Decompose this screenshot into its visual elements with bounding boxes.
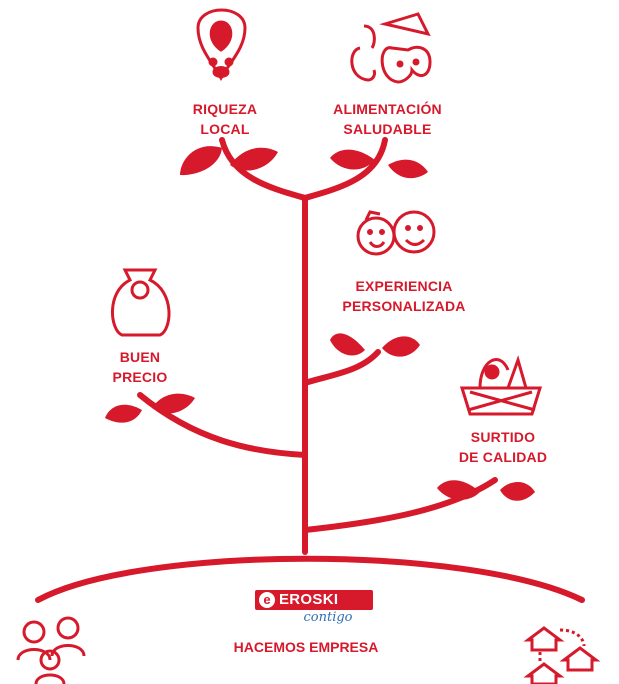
leaf (382, 336, 420, 357)
leaf (330, 333, 365, 356)
ground-arc (35, 555, 585, 603)
label-surtido-de-calidad: SURTIDO DE CALIDAD (458, 429, 548, 465)
label-riqueza-local: RIQUEZA LOCAL (192, 101, 258, 137)
necklace-icon (196, 8, 247, 82)
logo-text: EROSKI (279, 591, 339, 608)
eroski-logo: e EROSKI (255, 590, 373, 610)
network-houses-icon (523, 626, 601, 684)
label-buen-precio: BUEN PRECIO (112, 349, 168, 385)
company-line: HACEMOS EMPRESA (233, 639, 379, 655)
leaf (330, 149, 375, 170)
leaf (230, 147, 278, 171)
branch-experiencia (302, 349, 381, 386)
label-experiencia-personalizada: EXPERIENCIA PERSONALIZADA (342, 278, 466, 314)
logo-mark: e (259, 592, 275, 608)
faces-icon (356, 210, 436, 256)
leaf (388, 159, 428, 179)
leaf (500, 481, 535, 501)
leaf (180, 146, 222, 176)
leaf (152, 393, 195, 414)
branch-top-left (219, 137, 308, 201)
people-icon (16, 616, 86, 684)
leaf (437, 480, 480, 500)
fruit-icon (350, 12, 432, 84)
branch-top-right (302, 137, 388, 201)
shopping-basket-icon (459, 355, 543, 416)
label-alimentacion-saludable: ALIMENTACIÓN SALUDABLE (333, 101, 442, 137)
tagline: contigo (303, 610, 353, 625)
piggy-bank-icon (110, 268, 171, 337)
leaf (105, 404, 142, 423)
